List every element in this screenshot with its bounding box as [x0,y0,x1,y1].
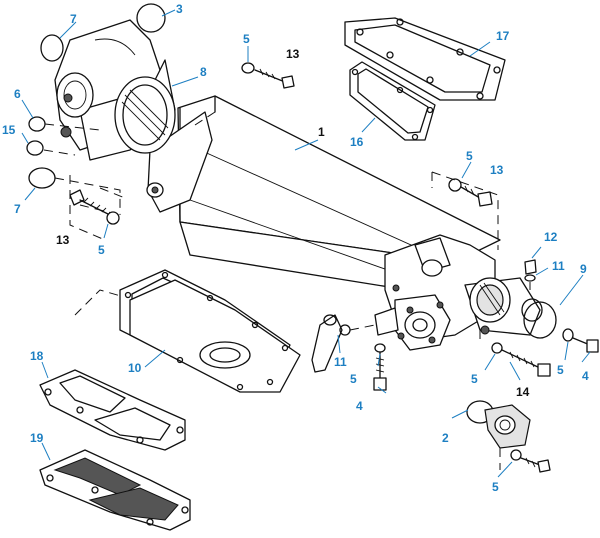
callout-4-right: 4 [582,369,589,383]
washer-11-right [524,274,536,282]
callout-12: 12 [544,230,558,244]
callout-5-top: 5 [243,32,250,46]
gasket-19 [39,449,191,531]
washer-5-lower [510,449,522,461]
bolt-13-top [241,62,295,89]
callout-6: 6 [14,87,21,101]
bolt-14 [491,342,551,377]
callout-1: 1 [318,125,325,139]
callout-4-mid: 4 [356,399,363,413]
seal-ring-7-bottom [28,167,56,189]
o-ring-6 [28,116,46,132]
callout-11-left: 11 [334,355,347,369]
callout-7-bottom: 7 [14,202,21,216]
washer-5-mid [374,343,386,353]
callout-18: 18 [30,349,44,363]
seal-ring-3 [136,3,166,33]
callout-10: 10 [128,361,142,375]
callout-5-right-upper: 5 [466,149,473,163]
gasket-16 [349,61,436,141]
bolt-13-right [431,171,499,250]
callout-5-left: 5 [98,243,105,257]
leader-lines [21,9,591,478]
callout-11-right: 11 [552,259,565,273]
callout-16: 16 [350,135,364,149]
callout-13-left: 13 [56,233,70,247]
callout-13-top: 13 [286,47,300,61]
gasket-10 [74,269,301,393]
inlet-elbow-housing [54,19,176,161]
callout-5-right: 5 [557,363,564,377]
bolt-4-right [572,337,599,353]
linkage-arm [311,314,343,373]
bolt-4-mid [373,351,387,391]
bolt-13-left [69,189,120,225]
flange-ring-9-inner [521,298,543,322]
plug-12 [524,259,537,275]
callout-9: 9 [580,262,587,276]
callout-15: 15 [2,123,16,137]
seal-ring-7-top [40,34,64,62]
washer-5-right [562,328,574,342]
callout-17: 17 [496,29,510,43]
callout-5-bottom: 5 [492,480,499,494]
callout-19: 19 [30,431,44,445]
callout-3: 3 [176,2,183,16]
callout-7-top: 7 [70,12,77,26]
callout-2: 2 [442,431,449,445]
gasket-17 [344,17,506,101]
callout-8: 8 [200,65,207,79]
callout-5-mid: 5 [350,372,357,386]
egr-valve-housing [374,234,541,351]
bolt-lower-right [520,457,551,473]
callout-14: 14 [516,385,530,399]
outlet-flange [484,404,531,449]
callout-13-right: 13 [490,163,504,177]
gasket-18 [39,369,186,451]
callout-5-valve: 5 [471,372,478,386]
o-ring-15 [26,140,44,156]
seal-ring-9 [523,301,557,339]
